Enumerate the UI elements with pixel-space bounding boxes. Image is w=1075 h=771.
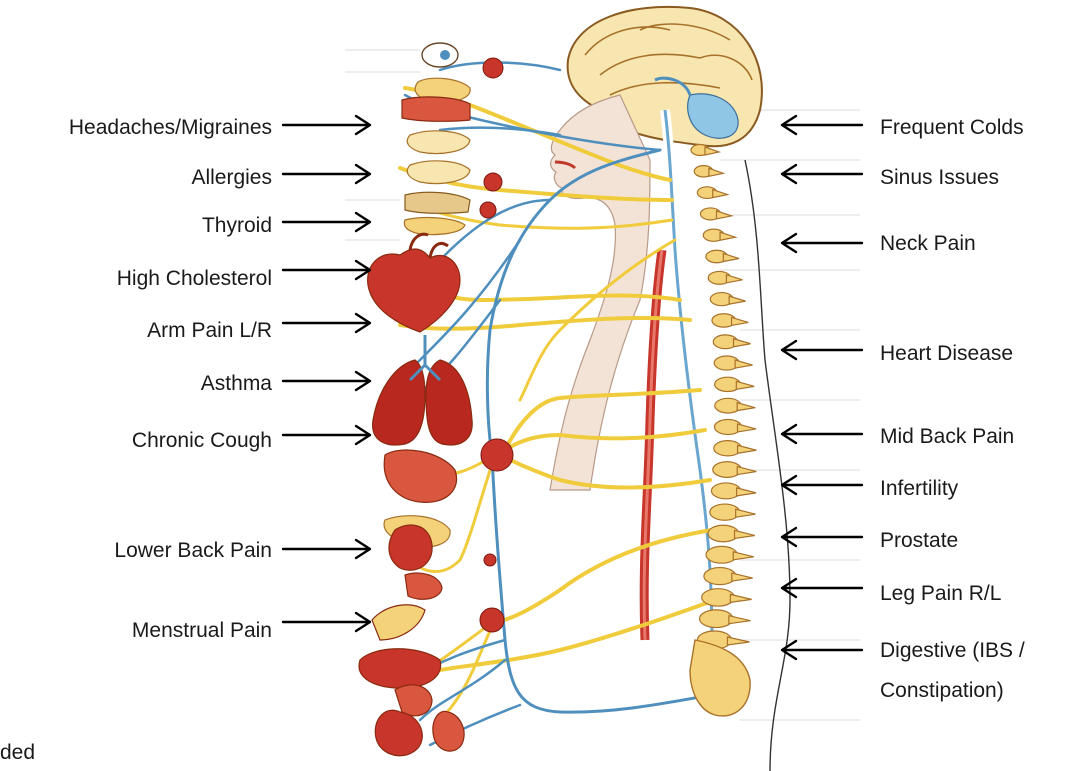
- left-label: Thyroid: [202, 214, 272, 237]
- left-labels: Headaches/Migraines Allergies Thyroid Hi…: [69, 116, 272, 642]
- vertebra-process: [726, 275, 742, 283]
- left-label: Headaches/Migraines: [69, 116, 272, 139]
- left-label: Arm Pain L/R: [147, 319, 272, 342]
- right-labels: Frequent Colds Sinus Issues Neck Pain He…: [880, 116, 1025, 702]
- vertebra-process: [730, 594, 751, 602]
- left-arrow-icon: [782, 165, 862, 183]
- right-arrow-icon: [283, 314, 370, 332]
- right-label: Frequent Colds: [880, 116, 1024, 139]
- right-arrows: [782, 116, 862, 659]
- left-label: High Cholesterol: [117, 267, 272, 290]
- vertebra-process: [733, 552, 754, 560]
- vertebra-process: [727, 637, 749, 645]
- vertebra-process: [705, 147, 719, 155]
- stomach-icon: [384, 450, 456, 502]
- vertebra-process: [732, 317, 749, 325]
- vertebra-process: [729, 296, 745, 304]
- right-label: Mid Back Pain: [880, 425, 1014, 448]
- left-arrow-icon: [782, 341, 862, 359]
- vertebra-process: [738, 424, 757, 432]
- vertebra-process: [709, 168, 723, 176]
- vertebra-process: [723, 254, 739, 262]
- vertebra-process: [732, 573, 753, 581]
- vertebra-process: [737, 403, 755, 411]
- vertebra-process: [720, 232, 735, 240]
- footer-fragment: ded: [0, 741, 35, 764]
- right-arrow-icon: [283, 116, 370, 134]
- right-arrow-icon: [283, 165, 370, 183]
- vertebra-process: [734, 339, 751, 347]
- kidney-icon: [389, 525, 432, 570]
- tongue-icon: [402, 97, 470, 121]
- vertebra-process: [736, 509, 756, 517]
- left-arrows: [283, 116, 370, 631]
- vertebra-process: [737, 467, 756, 475]
- left-label: Asthma: [201, 372, 273, 395]
- back-outline: [745, 160, 790, 771]
- vertebra: [704, 568, 736, 585]
- right-label: Heart Disease: [880, 342, 1013, 365]
- left-arrow-icon: [782, 425, 862, 443]
- vertebra: [702, 589, 735, 606]
- intestine-icon: [359, 649, 441, 689]
- right-label: Prostate: [880, 529, 958, 552]
- right-label: Leg Pain R/L: [880, 582, 1001, 605]
- vertebra: [700, 610, 733, 628]
- aorta: [644, 250, 662, 640]
- vertebra-process: [716, 211, 731, 219]
- vertebra-process: [735, 360, 752, 368]
- right-arrow-icon: [283, 540, 370, 558]
- vertebra-process: [713, 190, 728, 198]
- left-label: Lower Back Pain: [114, 539, 272, 562]
- right-label: Neck Pain: [880, 232, 976, 255]
- bladder-icon: [375, 710, 422, 755]
- left-label: Chronic Cough: [132, 429, 272, 452]
- vertebra-process: [729, 616, 751, 624]
- vertebra-process: [736, 381, 754, 389]
- left-label: Menstrual Pain: [132, 619, 272, 642]
- vertebra-process: [738, 445, 757, 453]
- left-arrow-icon: [782, 579, 862, 597]
- right-arrow-icon: [283, 261, 370, 279]
- sacrum: [690, 640, 750, 716]
- left-arrow-icon: [782, 116, 862, 134]
- left-arrow-icon: [782, 641, 862, 659]
- left-label: Allergies: [191, 166, 272, 189]
- right-arrow-icon: [283, 426, 370, 444]
- right-label: Sinus Issues: [880, 166, 999, 189]
- right-label: Infertility: [880, 477, 959, 500]
- left-arrow-icon: [782, 234, 862, 252]
- right-arrow-icon: [283, 372, 370, 390]
- right-label: Constipation): [880, 679, 1004, 702]
- right-arrow-icon: [283, 613, 370, 631]
- left-arrow-icon: [782, 476, 862, 494]
- organ-column: [359, 43, 513, 756]
- right-arrow-icon: [283, 213, 370, 231]
- vertebra-process: [735, 530, 755, 538]
- vertebral-column: [691, 145, 756, 650]
- heart-icon: [368, 249, 460, 332]
- left-arrow-icon: [782, 528, 862, 546]
- vertebra-process: [737, 488, 757, 496]
- vertebra: [706, 546, 737, 563]
- right-label: Digestive (IBS /: [880, 639, 1025, 662]
